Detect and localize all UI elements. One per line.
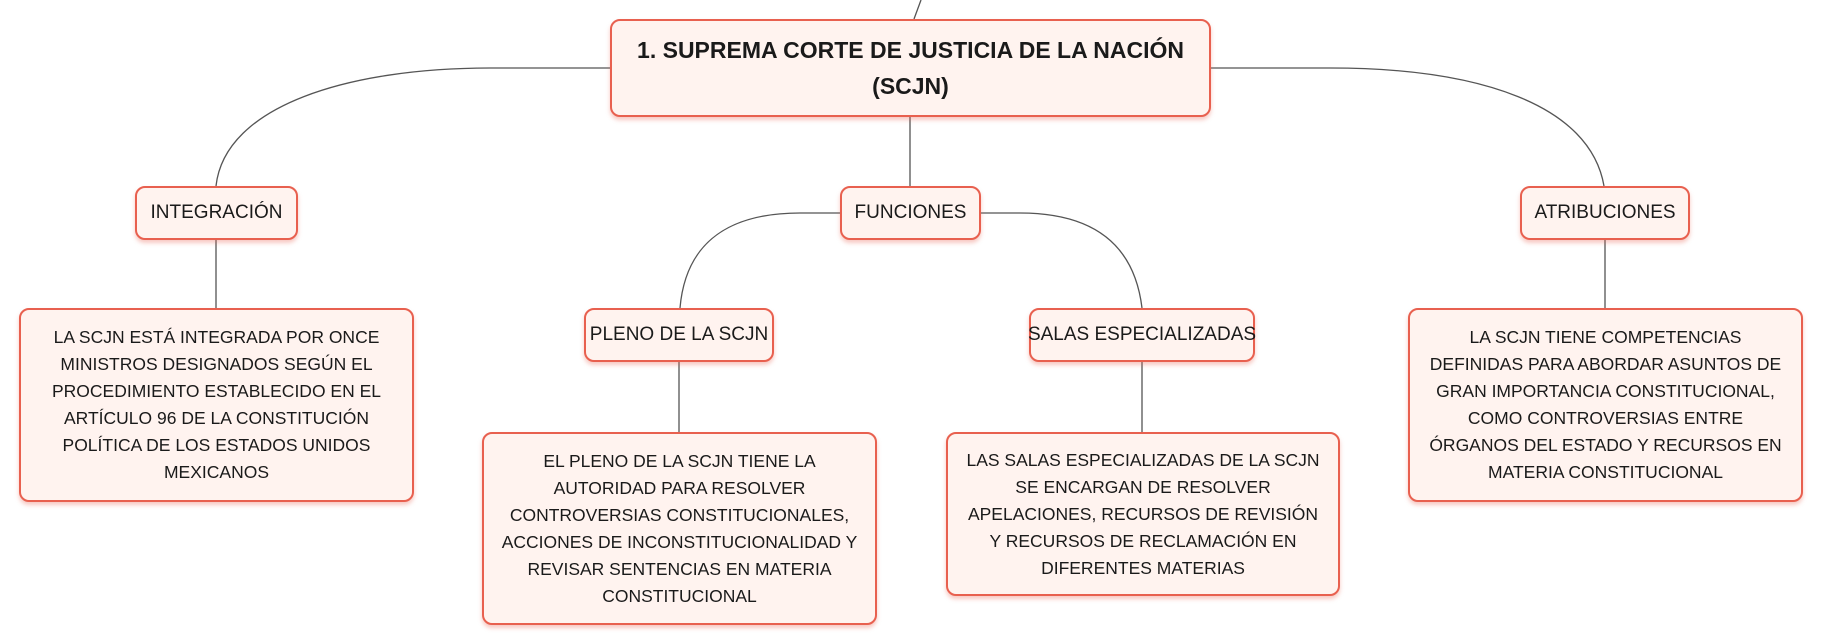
- atribuciones-label: ATRIBUCIONES: [1534, 202, 1676, 223]
- pleno-label: PLENO DE LA SCJN: [589, 324, 769, 345]
- connector-funciones-to-salas: [981, 212, 1143, 309]
- root-title-line2: (SCJN): [872, 73, 949, 99]
- integracion-description-node[interactable]: LA SCJN ESTÁ INTEGRADA POR ONCE MINISTRO…: [19, 308, 414, 502]
- salas-node[interactable]: SALAS ESPECIALIZADAS: [1027, 308, 1257, 362]
- integracion-node[interactable]: INTEGRACIÓN: [135, 186, 298, 240]
- salas-description-node[interactable]: LAS SALAS ESPECIALIZADAS DE LA SCJN SE E…: [946, 432, 1340, 596]
- funciones-node[interactable]: FUNCIONES: [840, 186, 981, 240]
- atribuciones-description: LA SCJN TIENE COMPETENCIAS DEFINIDAS PAR…: [1429, 327, 1782, 482]
- connector-funciones-to-pleno: [679, 212, 840, 309]
- integracion-label: INTEGRACIÓN: [150, 202, 283, 223]
- integracion-description: LA SCJN ESTÁ INTEGRADA POR ONCE MINISTRO…: [51, 327, 381, 482]
- root-node[interactable]: 1. SUPREMA CORTE DE JUSTICIA DE LA NACIÓ…: [610, 19, 1211, 117]
- atribuciones-node[interactable]: ATRIBUCIONES: [1520, 186, 1690, 240]
- connector-root-to-integracion: [215, 67, 610, 187]
- atribuciones-description-node[interactable]: LA SCJN TIENE COMPETENCIAS DEFINIDAS PAR…: [1408, 308, 1803, 502]
- connector-root-to-atribuciones: [1211, 67, 1605, 187]
- connector-parent-to-root: [913, 0, 922, 20]
- pleno-description-node[interactable]: EL PLENO DE LA SCJN TIENE LA AUTORIDAD P…: [482, 432, 877, 625]
- funciones-label: FUNCIONES: [854, 202, 967, 223]
- salas-label: SALAS ESPECIALIZADAS: [1027, 324, 1257, 345]
- pleno-description: EL PLENO DE LA SCJN TIENE LA AUTORIDAD P…: [501, 450, 858, 606]
- salas-description: LAS SALAS ESPECIALIZADAS DE LA SCJN SE E…: [966, 449, 1320, 578]
- pleno-node[interactable]: PLENO DE LA SCJN: [584, 308, 774, 362]
- root-title-line1: 1. SUPREMA CORTE DE JUSTICIA DE LA NACIÓ…: [637, 37, 1184, 63]
